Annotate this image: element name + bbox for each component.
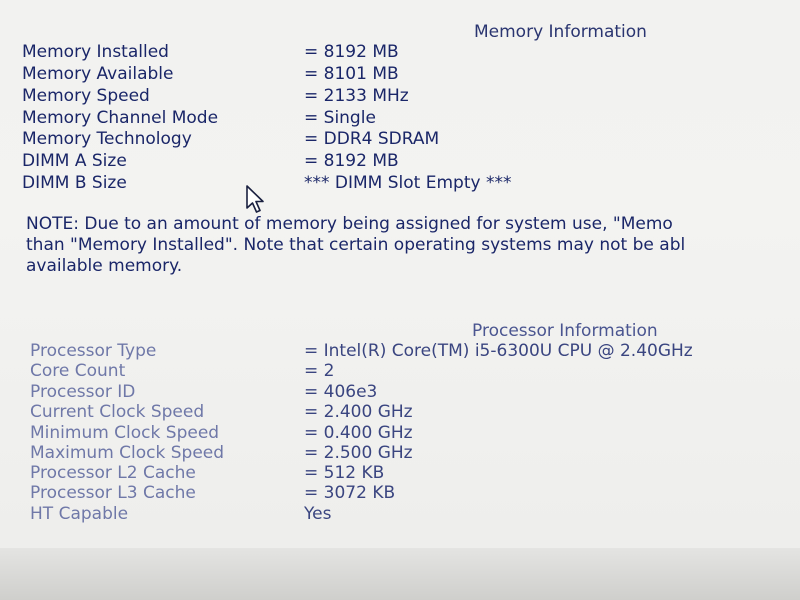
memory-technology-label: Memory Technology — [22, 129, 192, 149]
monitor-bezel — [0, 548, 800, 600]
minimum-clock-speed-value: = 0.400 GHz — [304, 423, 413, 443]
processor-type-value: = Intel(R) Core(TM) i5-6300U CPU @ 2.40G… — [304, 341, 693, 361]
memory-available-label: Memory Available — [22, 64, 174, 84]
memory-note-line: NOTE: Due to an amount of memory being a… — [26, 214, 673, 234]
core-count-value: = 2 — [304, 361, 335, 381]
memory-installed-label: Memory Installed — [22, 42, 169, 62]
processor-l2-cache-label: Processor L2 Cache — [30, 463, 196, 483]
ht-capable-label: HT Capable — [30, 504, 129, 524]
processor-type-label: Processor Type — [30, 341, 157, 361]
memory-speed-value: = 2133 MHz — [304, 86, 409, 106]
current-clock-speed-value: = 2.400 GHz — [304, 402, 413, 422]
processor-l2-cache-value: = 512 KB — [304, 463, 385, 483]
dimm-a-size-label: DIMM A Size — [22, 151, 127, 171]
ht-capable-value: Yes — [304, 504, 332, 524]
memory-speed-label: Memory Speed — [22, 86, 150, 106]
memory-note: NOTE: Due to an amount of memory being a… — [26, 214, 800, 277]
processor-l3-cache-value: = 3072 KB — [304, 483, 396, 503]
processor-l3-cache-label: Processor L3 Cache — [30, 483, 196, 503]
processor-information-title: Processor Information — [472, 321, 658, 341]
dimm-a-size-value: = 8192 MB — [304, 151, 399, 171]
memory-channel-mode-label: Memory Channel Mode — [22, 108, 219, 128]
memory-installed-value: = 8192 MB — [304, 42, 399, 62]
memory-note-line: available memory. — [26, 256, 183, 276]
memory-channel-mode-value: = Single — [304, 108, 376, 128]
mouse-pointer-icon — [246, 185, 264, 213]
processor-id-label: Processor ID — [30, 382, 136, 402]
memory-technology-value: = DDR4 SDRAM — [304, 129, 440, 149]
processor-id-value: = 406e3 — [304, 382, 378, 402]
dimm-b-size-value: *** DIMM Slot Empty *** — [304, 173, 512, 193]
minimum-clock-speed-label: Minimum Clock Speed — [30, 423, 220, 443]
memory-available-value: = 8101 MB — [304, 64, 399, 84]
maximum-clock-speed-label: Maximum Clock Speed — [30, 443, 225, 463]
memory-information-title: Memory Information — [474, 22, 647, 42]
dimm-b-size-label: DIMM B Size — [22, 173, 127, 193]
bios-system-information-screen: Memory Information Memory Installed = 81… — [0, 0, 800, 548]
current-clock-speed-label: Current Clock Speed — [30, 402, 205, 422]
memory-note-line: than "Memory Installed". Note that certa… — [26, 235, 686, 255]
core-count-label: Core Count — [30, 361, 126, 381]
maximum-clock-speed-value: = 2.500 GHz — [304, 443, 413, 463]
